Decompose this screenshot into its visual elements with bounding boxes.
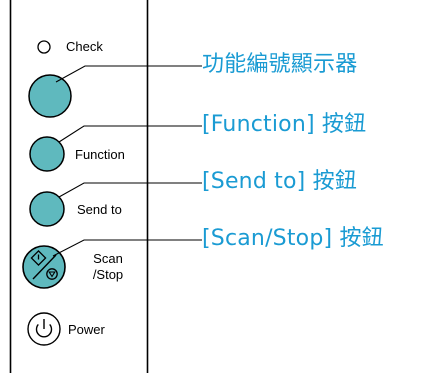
callout-send-to-button: [Send to] 按鈕 bbox=[202, 169, 358, 194]
send-to-button[interactable] bbox=[29, 191, 65, 227]
start-stop-icon bbox=[30, 250, 58, 280]
leader-line-scan-stop-button bbox=[52, 239, 202, 257]
power-icon bbox=[35, 319, 53, 338]
function-button[interactable] bbox=[29, 136, 65, 172]
leader-line-function-display bbox=[55, 65, 202, 83]
scan-stop-button[interactable] bbox=[22, 245, 66, 289]
scan-label-line2: /Stop bbox=[92, 267, 124, 282]
leader-line-function-button bbox=[58, 125, 202, 143]
callout-function-button: [Function] 按鈕 bbox=[202, 112, 367, 137]
power-button-label: Power bbox=[68, 322, 105, 337]
function-button-label: Function bbox=[75, 147, 125, 162]
scan-label-line1: Scan bbox=[93, 251, 123, 266]
check-label: Check bbox=[66, 39, 103, 54]
scan-stop-button-label: Scan /Stop bbox=[85, 251, 131, 283]
function-number-display bbox=[28, 74, 72, 118]
check-led-icon bbox=[37, 40, 51, 54]
leader-line-send-to-button bbox=[58, 182, 202, 198]
callout-function-number-display: 功能編號顯示器 bbox=[202, 52, 358, 77]
callout-scan-stop-button: [Scan/Stop] 按鈕 bbox=[202, 226, 384, 251]
send-to-button-label: Send to bbox=[77, 202, 122, 217]
power-button[interactable] bbox=[27, 312, 61, 346]
